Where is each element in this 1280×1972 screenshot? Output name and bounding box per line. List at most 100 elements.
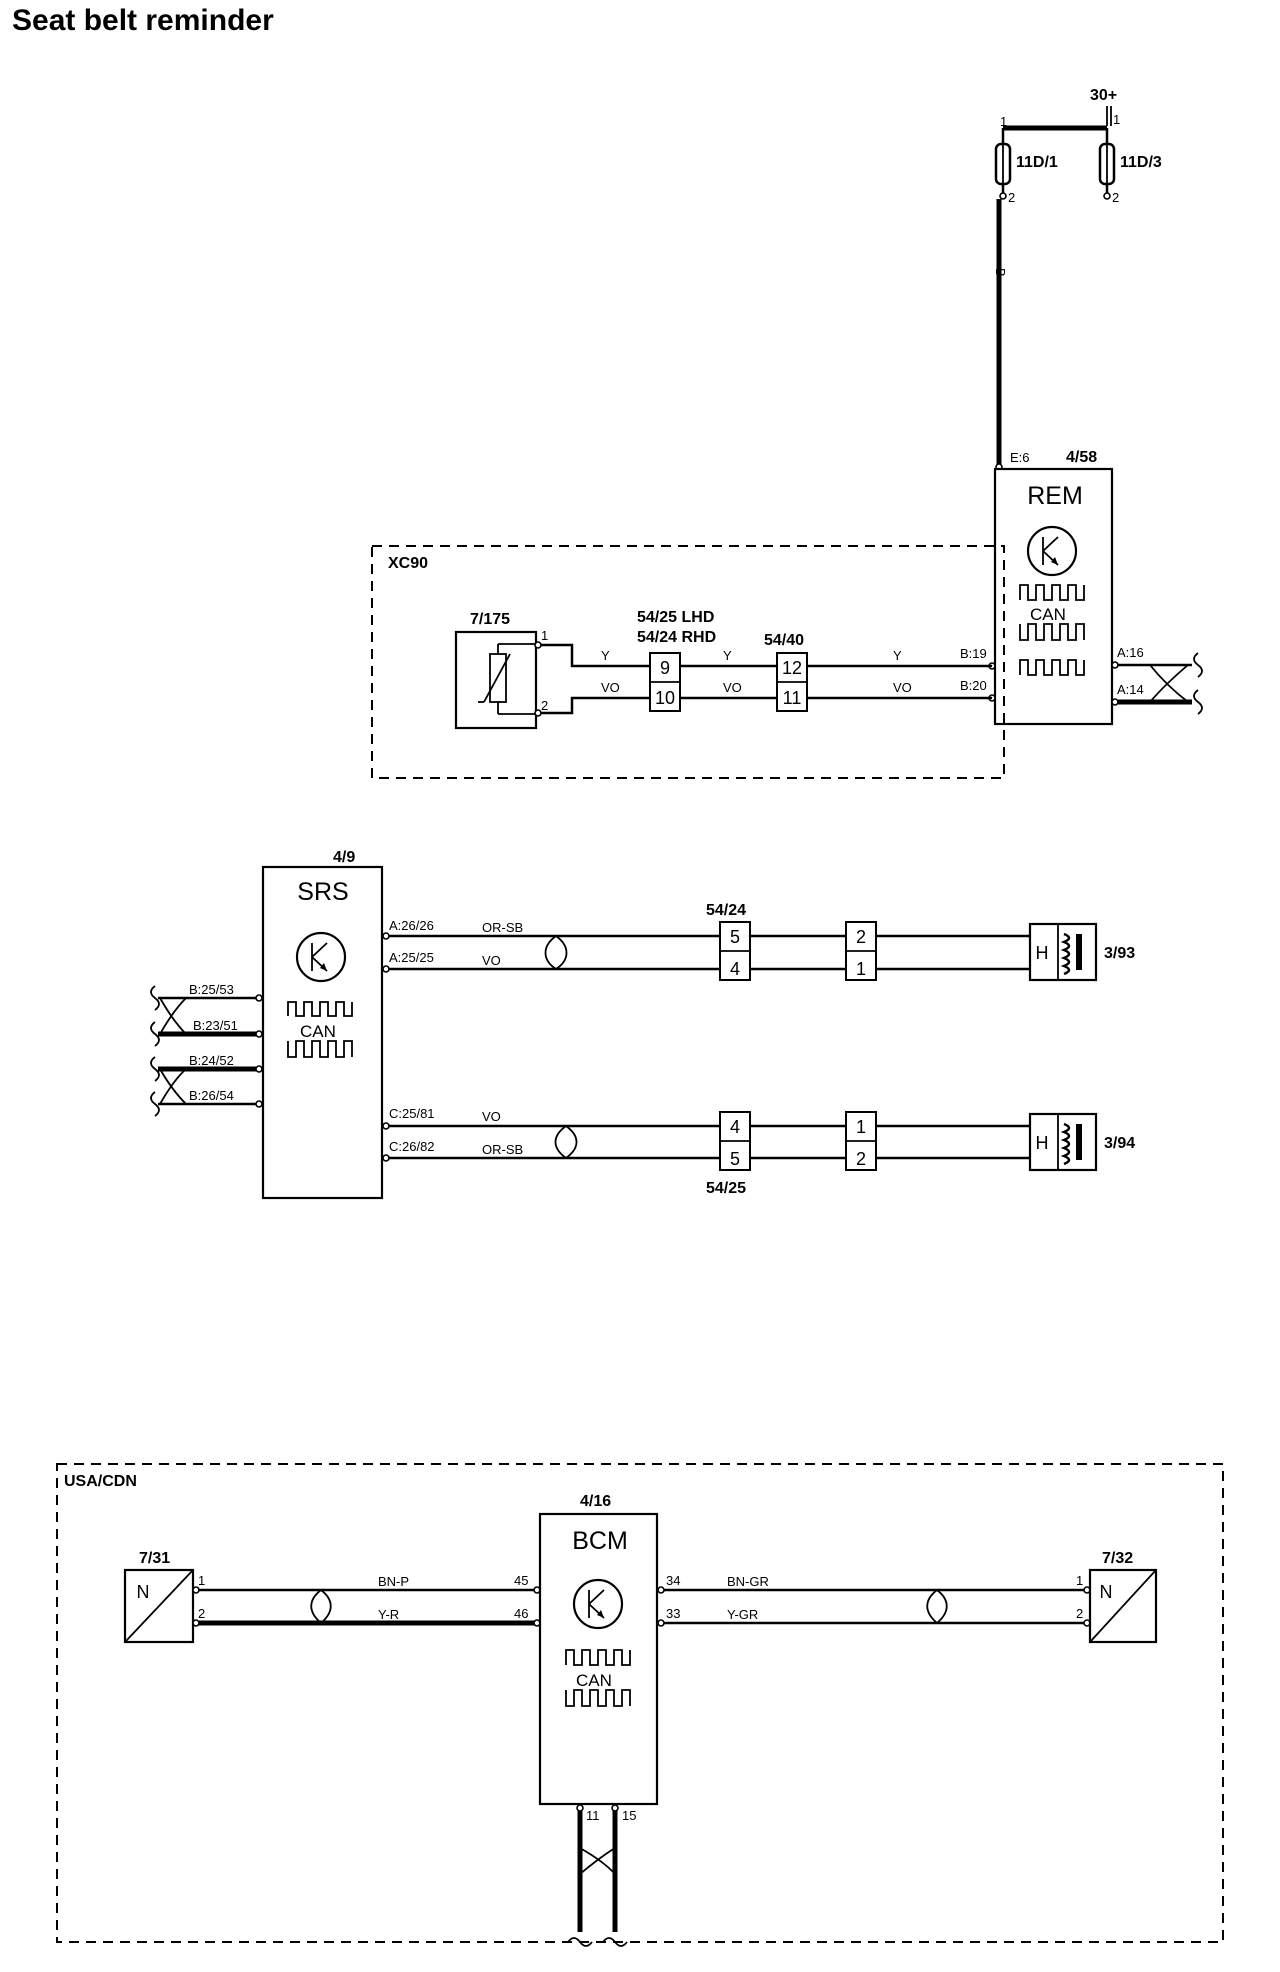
srs-name: SRS [297, 878, 348, 906]
xc90-frame [371, 545, 1005, 779]
can-signal-icon [287, 1040, 353, 1058]
fuse-a-pin-2: 2 [1008, 190, 1015, 205]
connector-pin: 2 [856, 1149, 866, 1169]
wire-color-y-r: Y-R [378, 1607, 399, 1622]
rem-pin-e6: E:6 [1010, 450, 1030, 465]
sensor-right-pin-2: 2 [1076, 1606, 1083, 1621]
connector-pin: 1 [856, 1117, 866, 1137]
twisted-pair-icon [159, 1068, 187, 1105]
fuse-11d1-label: 11D/1 [1016, 154, 1058, 171]
srs-ref: 4/9 [333, 849, 355, 866]
bcm-name: BCM [572, 1527, 628, 1555]
page-title: Seat belt reminder [12, 4, 274, 37]
wire-color-or-sb: OR-SB [482, 1142, 523, 1157]
wire-y-label: Y [893, 648, 902, 663]
connector-pin: 11 [783, 688, 802, 708]
wire-color-bn-p: BN-P [378, 1574, 409, 1589]
connector-label: 54/40 [764, 632, 804, 649]
rem-can-label: CAN [1030, 605, 1066, 624]
srs-pin-c2682: C:26/82 [389, 1139, 435, 1154]
sensor-7-31-ref: 7/31 [139, 1550, 170, 1567]
heater-letter: H [1036, 1133, 1049, 1153]
can-signal-icon [1019, 623, 1085, 641]
can-signal-icon [565, 1649, 631, 1666]
twisted-pair-icon [310, 1589, 332, 1624]
connector-pin: 12 [782, 658, 802, 678]
coil-icon [1060, 932, 1071, 976]
connector-label: 54/25 LHD [637, 609, 714, 626]
twisted-pair-icon [579, 1847, 616, 1875]
rem-pin-a14: A:14 [1117, 682, 1144, 697]
bcm-can-label: CAN [576, 1671, 612, 1690]
connector-pin: 5 [730, 927, 740, 947]
usa-cdn-label: USA/CDN [64, 1473, 137, 1490]
sensor-right-pin-1: 1 [1076, 1573, 1083, 1588]
rem-pin-b19: B:19 [960, 646, 987, 661]
bcm-pin-46: 46 [514, 1606, 528, 1621]
srs-can-label: CAN [300, 1022, 336, 1041]
connector-pin: 10 [655, 688, 675, 708]
rem-pin-a16: A:16 [1117, 645, 1144, 660]
twisted-pair-icon [1149, 664, 1189, 703]
srs-pin-b2452: B:24/52 [189, 1053, 234, 1068]
srs-module: 4/9 SRS CAN B:25/53 B:23/51 B:24/52 B:26… [150, 849, 1135, 1200]
connector-pin: 2 [856, 927, 866, 947]
bcm-ref: 4/16 [580, 1493, 611, 1510]
connector-pin: 5 [730, 1149, 740, 1169]
wire-break-icon [150, 985, 160, 1117]
heater-3-93 [1028, 922, 1098, 982]
twisted-pair-icon [926, 1589, 948, 1624]
bcm-pin-34: 34 [666, 1573, 680, 1588]
rem-box [993, 467, 1114, 726]
connector-pin: 1 [856, 959, 866, 979]
can-signal-icon [565, 1689, 631, 1707]
wire-color-bn-gr: BN-GR [727, 1574, 769, 1589]
wire-break-icon [1193, 652, 1203, 715]
xc90-section: XC90 7/175 1 2 Y VO Y VO Y VO 54/25 LHD … [371, 545, 1005, 779]
heater-3-93-label: 3/93 [1104, 945, 1135, 962]
heater-3-94-label: 3/94 [1104, 1135, 1135, 1152]
can-signal-icon [287, 1001, 353, 1017]
wire-y-label: Y [601, 648, 610, 663]
wire-vo-label: VO [893, 680, 912, 695]
wire-break-icon [567, 1937, 628, 1947]
connector-pin: 4 [730, 959, 740, 979]
connector-label: 54/25 [706, 1180, 746, 1197]
sensor-pin-2: 2 [541, 698, 548, 713]
wire-color-or-sb: OR-SB [482, 920, 523, 935]
srs-box [261, 865, 384, 1200]
rem-ref: 4/58 [1066, 449, 1097, 466]
srs-pin-b2553: B:25/53 [189, 982, 234, 997]
srs-pin-b2654: B:26/54 [189, 1088, 234, 1103]
fuse-b-pin-2: 2 [1112, 190, 1119, 205]
sensor-left-pin-2: 2 [198, 1606, 205, 1621]
sensor-left-pin-1: 1 [198, 1573, 205, 1588]
sensor-letter: N [1100, 1582, 1113, 1602]
can-signal-icon [1019, 584, 1085, 601]
srs-pin-a2525: A:25/25 [389, 950, 434, 965]
wire-vo-label: VO [601, 680, 620, 695]
fuse-11d3-label: 11D/3 [1120, 154, 1162, 171]
connector-pin: 9 [660, 658, 670, 678]
bcm-pin-33: 33 [666, 1606, 680, 1621]
heater-3-94 [1028, 1112, 1098, 1172]
rem-pin-b20: B:20 [960, 678, 987, 693]
thermistor-icon [478, 643, 536, 715]
sensor-7-32-ref: 7/32 [1102, 1550, 1133, 1567]
rem-name: REM [1027, 482, 1083, 510]
transistor-icon [295, 931, 347, 983]
power-supply: 30+ 1 1 11D/1 2 11D/3 2 B [993, 87, 1162, 471]
supply-pin-1: 1 [1113, 112, 1120, 127]
transistor-icon [572, 1578, 624, 1630]
fuse-a-pin-1: 1 [1000, 114, 1007, 129]
rem-module: 4/58 E:6 REM CAN B:19 B:20 A:16 A:14 [960, 449, 1203, 726]
heater-letter: H [1036, 943, 1049, 963]
bcm-pin-11: 11 [586, 1808, 600, 1823]
wire-y-label: Y [723, 648, 732, 663]
sensor-letter: N [137, 1582, 150, 1602]
coil-icon [1060, 1122, 1071, 1166]
wire-color-y-gr: Y-GR [727, 1607, 758, 1622]
connector-label: 54/24 [706, 902, 746, 919]
usa-cdn-section: USA/CDN 7/31 N 1 2 BN-P Y-R 45 46 4/16 B… [56, 1463, 1224, 1947]
